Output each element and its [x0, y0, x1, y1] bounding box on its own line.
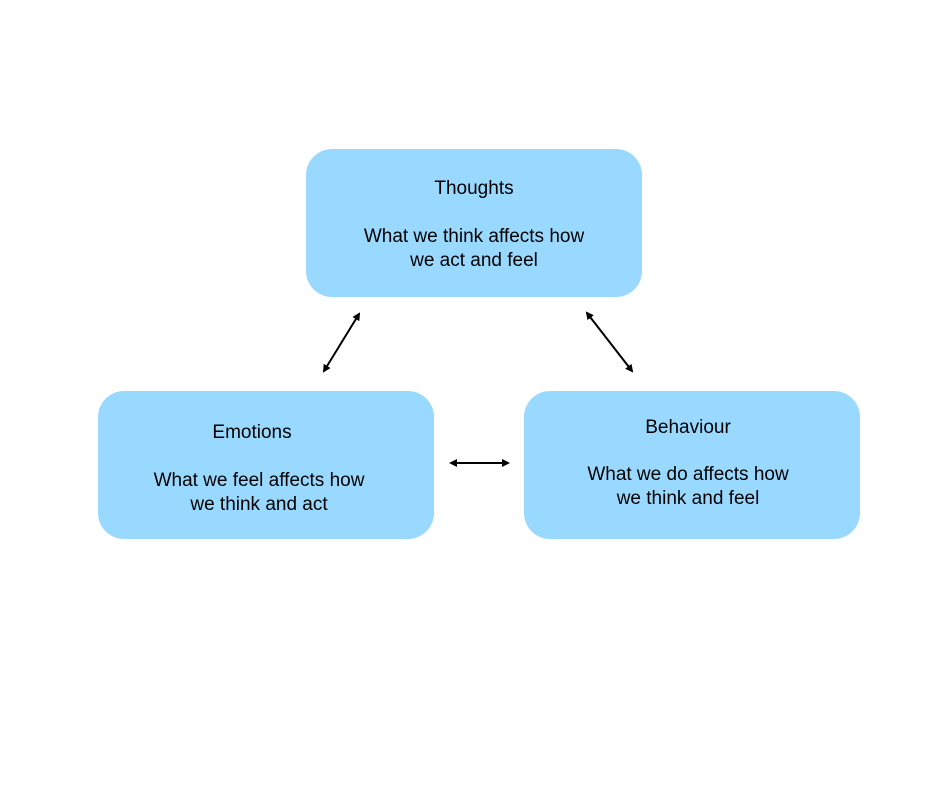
arrow-thoughts-behaviour: [585, 311, 634, 373]
node-description: What we feel affects how we think and ac…: [84, 469, 434, 517]
node-description-line: What we do affects how: [587, 464, 789, 485]
node-title: Thoughts: [434, 178, 514, 199]
node-description-line: we think and feel: [616, 488, 760, 509]
node-emotions: Emotions What we feel affects how we thi…: [98, 391, 434, 539]
node-description-line: we think and act: [190, 494, 328, 515]
node-description-line: What we think affects how: [363, 226, 585, 247]
node-behaviour: Behaviour What we do affects how we thin…: [524, 391, 860, 539]
arrow-thoughts-emotions: [322, 312, 361, 373]
node-description: What we think affects how we act and fee…: [306, 225, 642, 273]
node-thoughts: Thoughts What we think affects how we ac…: [306, 149, 642, 297]
node-title: Emotions: [212, 422, 292, 443]
node-description-line: What we feel affects how: [153, 470, 365, 491]
node-description-line: we act and feel: [410, 250, 538, 271]
node-title: Behaviour: [645, 417, 731, 438]
node-description: What we do affects how we think and feel: [516, 463, 860, 511]
